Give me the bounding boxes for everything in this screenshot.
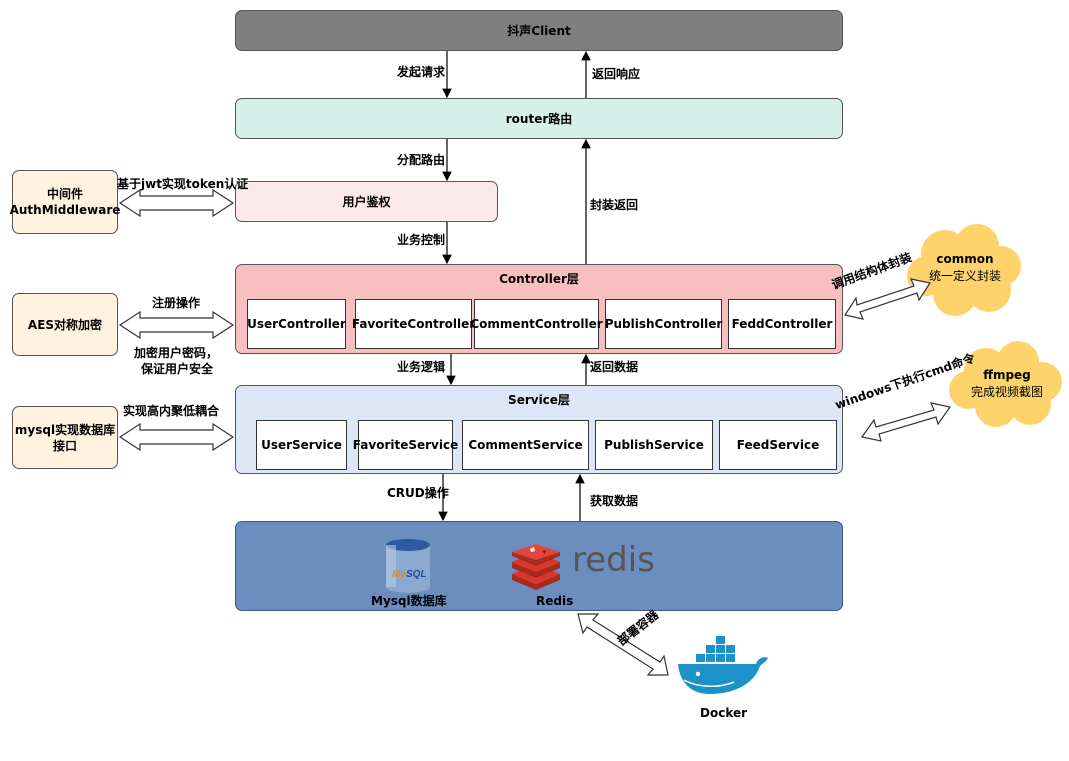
service-item: CommentService (462, 420, 589, 470)
router-label: router路由 (505, 111, 573, 126)
docker-label: Docker (700, 706, 748, 720)
aes-box: AES对称加密 (12, 293, 118, 356)
controller-item: PublishController (605, 299, 722, 349)
aes-note2: 保证用户安全 (141, 362, 214, 376)
ffmpeg-link (860, 402, 952, 442)
return-data-label: 返回数据 (590, 360, 639, 374)
mysql-iface-line2: 接口 (52, 438, 77, 453)
aes-link (118, 310, 235, 340)
router-box: router路由 (235, 98, 843, 139)
common-link (844, 278, 931, 320)
service-item: FavoriteService (353, 420, 458, 470)
service-item: FeedService (719, 420, 837, 470)
client-label: 抖声Client (507, 23, 571, 38)
mysql-iface-link-label: 实现高内聚低耦合 (123, 404, 220, 418)
common-cloud (907, 224, 1021, 316)
wrap-return-label: 封装返回 (590, 198, 639, 212)
docker-link (577, 613, 669, 676)
controller-item: FeddController (728, 299, 836, 349)
ffmpeg-line2: 完成视频截图 (970, 385, 1043, 399)
controller-layer-title: Controller层 (499, 272, 579, 286)
service-layer-title: Service层 (508, 393, 570, 407)
mysql-icon: My SQL (386, 539, 430, 593)
service-layer: Service层 UserService FavoriteService Com… (235, 385, 843, 474)
mysql-iface-box: mysql实现数据库 接口 (12, 406, 118, 469)
docker-icon (678, 636, 768, 694)
svg-text:My: My (392, 569, 406, 580)
controller-layer: Controller层 UserController FavoriteContr… (235, 264, 843, 354)
svg-text:SQL: SQL (406, 569, 427, 580)
crud-label: CRUD操作 (387, 486, 449, 500)
aes-note1: 加密用户密码， (134, 346, 219, 360)
ffmpeg-line1: ffmpeg (983, 368, 1031, 382)
controller-item: FavoriteController (352, 299, 475, 349)
storage-layer: My SQL Mysql数据库 redis Redis (235, 521, 843, 611)
service-item: UserService (256, 420, 347, 470)
business-control-label: 业务控制 (397, 233, 446, 247)
mysql-iface-link (118, 422, 235, 452)
response-label: 返回响应 (592, 67, 641, 81)
middleware-box: 中间件 AuthMiddleware (9, 170, 121, 234)
common-line2: 统一定义封装 (928, 269, 1001, 283)
auth-label: 用户鉴权 (342, 194, 391, 209)
middleware-link-label: 基于jwt实现token认证 (117, 177, 249, 191)
ffmpeg-cloud (949, 341, 1062, 427)
ffmpeg-cloud-text: ffmpeg 完成视频截图 (962, 367, 1052, 401)
redis-logo-text: redis (572, 540, 655, 580)
client-box: 抖声Client (235, 10, 843, 51)
aes-link-label: 注册操作 (152, 296, 201, 310)
business-logic-label: 业务逻辑 (397, 360, 446, 374)
aes-line1: AES对称加密 (27, 317, 103, 332)
redis-label: Redis (536, 594, 574, 608)
fetch-data-label: 获取数据 (590, 494, 639, 508)
controller-item: UserController (247, 299, 346, 349)
mysql-iface-line1: mysql实现数据库 (14, 422, 116, 437)
auth-box: 用户鉴权 (235, 181, 498, 222)
dispatch-label: 分配路由 (397, 153, 446, 167)
common-cloud-text: common 统一定义封装 (920, 251, 1010, 285)
middleware-line2: AuthMiddleware (9, 203, 121, 217)
controller-item: CommentController (470, 299, 603, 349)
mysql-label: Mysql数据库 (371, 594, 447, 608)
redis-icon (512, 544, 560, 590)
common-line1: common (936, 252, 994, 266)
request-label: 发起请求 (397, 65, 446, 79)
middleware-line1: 中间件 (46, 187, 83, 201)
middleware-link (118, 188, 235, 218)
service-item: PublishService (595, 420, 713, 470)
